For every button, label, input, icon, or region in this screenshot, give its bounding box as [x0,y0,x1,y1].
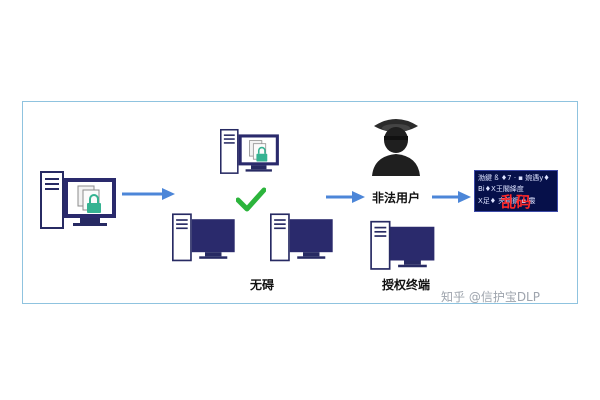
check-mark-icon [236,187,266,212]
garbled-line-2: Bi♦X王閣絳度 [478,185,524,193]
garbled-text-word: 乱码 [501,193,532,211]
computer-right-icon [270,213,333,262]
watermark: 知乎 @信护宝DLP [441,290,540,304]
computer-left-icon [172,213,235,262]
arrow-right-icon [122,188,175,200]
source-computer-locked-icon [40,171,116,229]
arrow-right-icon [326,191,365,203]
garbled-line-1: 渤鍵 ß ♦7 · ▪ 婉遇y♦ [478,174,550,182]
illegal-user-label: 非法用户 [371,191,421,205]
diagram-frame [22,101,578,304]
authorized-terminal-label: 授权终端 [381,278,431,292]
garbled-screen: 渤鍵 ß ♦7 · ▪ 婉遇y♦ Bi♦X王閣絳度 X足♦ 夾鋼鋼 ▪ 霰 乱码 [474,170,558,212]
authorized-terminal-computer-icon [370,220,435,270]
pirate-user-icon [372,119,420,176]
garbled-line-3: X足♦ 夾鋼鋼 ▪ 霰 [478,197,536,205]
unobstructed-label: 无碍 [249,278,275,292]
locked-document-computer-icon [220,128,279,174]
arrow-right-icon [432,191,471,203]
